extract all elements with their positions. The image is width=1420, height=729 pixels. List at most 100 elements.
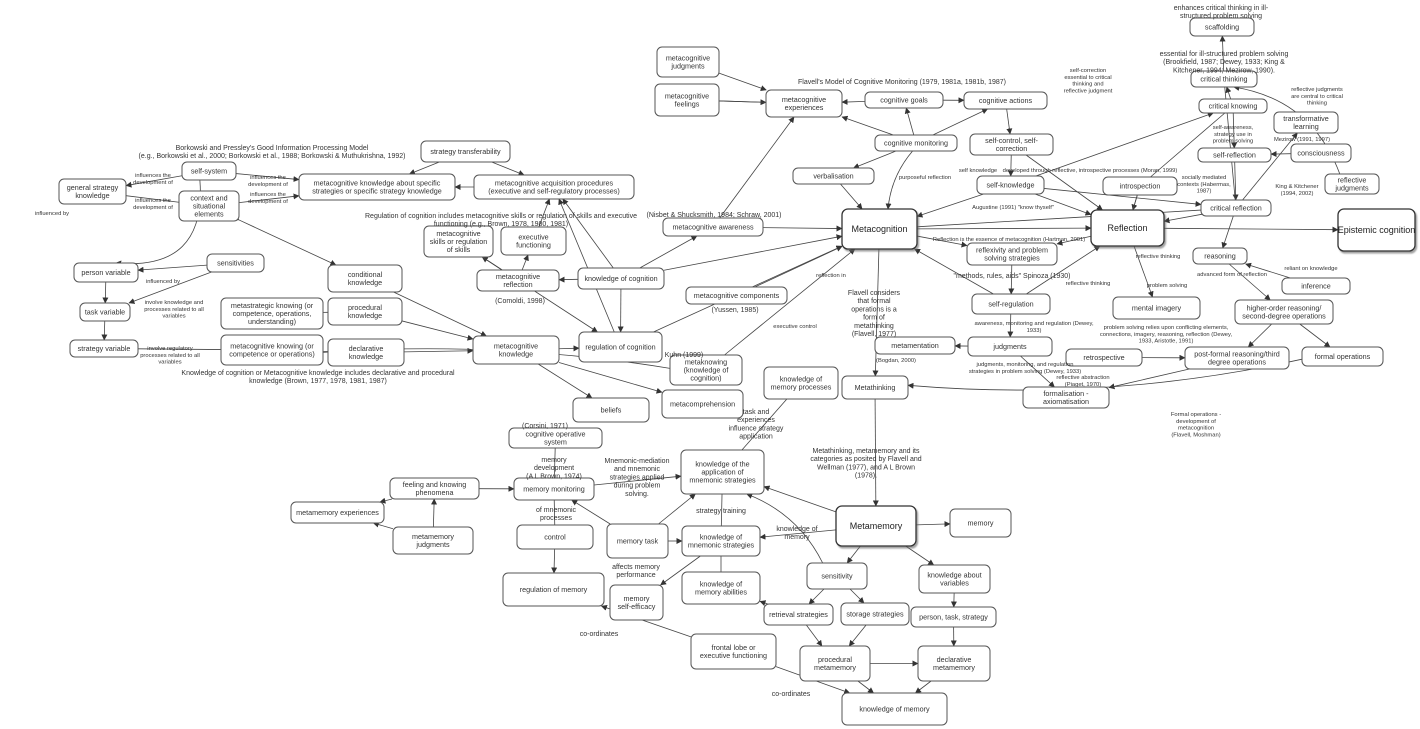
node-meta-awareness[interactable]: metacognitive awareness (662, 217, 764, 237)
node-metacomprehension[interactable]: metacomprehension (661, 389, 744, 419)
node-sensitivities[interactable]: sensitivities (206, 253, 265, 273)
node-person-task-strat[interactable]: person, task, strategy (910, 606, 997, 628)
node-formalisation[interactable]: formalisation -axiomatisation (1022, 386, 1110, 409)
node-acq-procedures[interactable]: metacognitive acquisition procedures(exe… (473, 174, 635, 200)
node-metamentation[interactable]: metamentation (874, 336, 956, 355)
node-label: metacognitive awareness (672, 223, 754, 232)
node-task-var[interactable]: task variable (79, 302, 131, 322)
node-verbalisation[interactable]: verbalisation (792, 167, 875, 185)
edge-higher-order-to-formal-ops (1299, 323, 1331, 348)
node-critical-knowing[interactable]: critical knowing (1198, 98, 1268, 114)
node-higher-order[interactable]: higher-order reasoning/second-degree ope… (1234, 299, 1334, 325)
node-memory-monitoring[interactable]: memory monitoring (513, 477, 595, 501)
node-cognitive-actions[interactable]: cognitive actions (963, 91, 1048, 110)
node-introspection[interactable]: introspection (1102, 176, 1178, 196)
node-strategy-transfer[interactable]: strategy transferability (420, 140, 511, 163)
node-retrieval[interactable]: retrieval strategies (763, 603, 834, 626)
annotation-refthink1: reflective thinking (1136, 254, 1181, 260)
node-consciousness[interactable]: consciousness (1290, 143, 1352, 163)
node-judgments[interactable]: judgments (967, 336, 1053, 357)
annotation-knowcog: Knowledge of cognition or Metacognitive … (181, 370, 455, 377)
node-knowledge-cognition[interactable]: knowledge of cognition (577, 267, 665, 290)
node-meta-components[interactable]: metacognitive components (685, 286, 788, 305)
node-regulation-cognition[interactable]: regulation of cognition (578, 331, 663, 363)
annotation-reflin: reflection in (816, 273, 846, 279)
node-knowledge-memory[interactable]: knowledge of memory (841, 692, 948, 726)
node-box (500, 226, 567, 256)
node-mental-imagery[interactable]: mental imagery (1112, 296, 1201, 320)
node-inference[interactable]: inference (1281, 277, 1351, 295)
node-epistemic[interactable]: Epistemic cognition (1337, 208, 1416, 252)
node-mk-specific[interactable]: metacognitive knowledge about specificst… (298, 173, 456, 201)
node-critical-thinking[interactable]: critical thinking (1190, 70, 1258, 88)
node-metamemory[interactable]: Metamemory (835, 505, 917, 547)
node-beliefs[interactable]: beliefs (572, 397, 650, 423)
node-metathinking[interactable]: Metathinking (841, 375, 909, 400)
node-scaffolding[interactable]: scaffolding (1189, 17, 1255, 37)
node-reasoning[interactable]: reasoning (1192, 247, 1248, 265)
node-regulation-memory[interactable]: regulation of memory (502, 572, 605, 607)
node-sensitivity[interactable]: sensitivity (806, 562, 868, 590)
edge-cognitive-monitoring-to-metacognition (885, 144, 919, 210)
edge-meta-awareness-to-meta-experiences (719, 116, 795, 219)
edge-context-to-conditional (232, 214, 337, 266)
node-person-var[interactable]: person variable (73, 262, 139, 283)
node-retrospective[interactable]: retrospective (1065, 348, 1143, 367)
node-metacognition[interactable]: Metacognition (841, 208, 918, 250)
annotation-involve2: variables (158, 360, 181, 366)
node-self-reflection[interactable]: self-reflection (1197, 147, 1272, 163)
node-cognitive-monitoring[interactable]: cognitive monitoring (874, 134, 958, 152)
node-self-system[interactable]: self-system (181, 161, 237, 181)
node-storage[interactable]: storage strategies (840, 602, 910, 626)
edge-verbalisation-to-metacognition (840, 183, 863, 210)
node-label: memory abilities (695, 588, 747, 597)
node-metamemory-exp[interactable]: metamemory experiences (290, 501, 385, 524)
node-formal-ops[interactable]: formal operations (1301, 346, 1384, 367)
node-memory[interactable]: memory (949, 508, 1012, 538)
node-critical-reflection[interactable]: critical reflection (1200, 199, 1272, 217)
node-cognitive-goals[interactable]: cognitive goals (864, 91, 944, 109)
node-strategy-var[interactable]: strategy variable (69, 339, 139, 358)
node-self-regulation[interactable]: self-regulation (971, 293, 1051, 315)
node-label: situational (193, 202, 226, 211)
node-memory-task[interactable]: memory task (606, 523, 669, 559)
annotation-selfcorr: thinking and (1072, 82, 1103, 88)
node-self-knowledge[interactable]: self-knowledge (976, 175, 1045, 195)
node-control[interactable]: control (516, 524, 594, 550)
node-box (841, 375, 909, 400)
node-label: memory (968, 519, 994, 528)
node-reflection[interactable]: Reflection (1090, 209, 1165, 247)
node-self-control[interactable]: self-control, self-correction (969, 133, 1054, 156)
